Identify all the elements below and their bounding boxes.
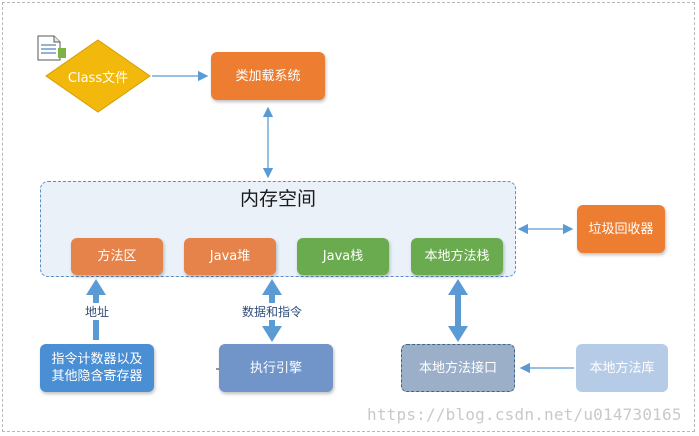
class-loader-node: 类加载系统 bbox=[211, 52, 325, 100]
native-library-node: 本地方法库 bbox=[576, 344, 668, 392]
pc-register-node: 指令计数器以及 其他隐含寄存器 bbox=[40, 344, 154, 392]
edge-interface-stack-head-bottom bbox=[448, 326, 468, 342]
execution-engine-node: 执行引擎 bbox=[219, 344, 333, 392]
file-icon bbox=[37, 35, 66, 61]
class-file-label: Class文件 bbox=[67, 70, 129, 86]
data-and-instructions-label: 数据和指令 bbox=[240, 303, 305, 320]
edge-exec-heap-head-top bbox=[262, 279, 282, 295]
class-file-diamond bbox=[45, 39, 151, 113]
java-stack-node: Java栈 bbox=[297, 238, 389, 275]
garbage-collector-node: 垃圾回收器 bbox=[577, 205, 665, 253]
edge-exec-heap-head-bottom bbox=[262, 326, 282, 342]
java-heap-node: Java堆 bbox=[184, 238, 276, 275]
diagram-frame bbox=[2, 2, 695, 432]
address-label: 地址 bbox=[83, 303, 112, 320]
edge-interface-stack-head-top bbox=[448, 279, 468, 295]
watermark: https://blog.csdn.net/u014730165 bbox=[367, 405, 682, 424]
edge-pc-method-head bbox=[86, 279, 106, 295]
memory-space-title: 内存空间 bbox=[239, 188, 316, 210]
native-method-stack-node: 本地方法栈 bbox=[411, 238, 503, 275]
method-area-node: 方法区 bbox=[71, 238, 163, 275]
native-interface-node: 本地方法接口 bbox=[401, 344, 515, 392]
